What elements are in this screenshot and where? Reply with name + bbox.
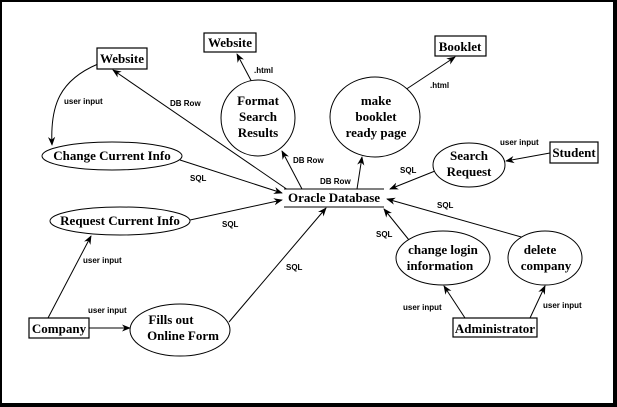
process-label-line: Request Current Info [60, 213, 180, 228]
flow-label: DB Row [320, 177, 351, 186]
flow-label: user input [88, 306, 127, 315]
flow-label: .html [254, 66, 273, 75]
process-label-line: Fills out [148, 312, 194, 327]
flow-administrator-to-changelogin [443, 285, 466, 319]
flow-changelogin-to-oracle [383, 208, 410, 241]
flow-label: user input [83, 256, 122, 265]
flow-label: SQL [400, 166, 417, 175]
entity-booklet[interactable]: Booklet [434, 35, 487, 57]
process-format-search-results[interactable]: Format Search Results [220, 79, 296, 157]
flow-changeinfo-to-oracle [179, 159, 283, 194]
flow-oracle-to-format [281, 150, 303, 190]
entity-website-1[interactable]: Website [96, 47, 148, 70]
process-label-line: change login [408, 242, 478, 257]
process-label-line: Change Current Info [53, 148, 171, 163]
data-store-oracle-database[interactable]: Oracle Database [284, 188, 384, 208]
flow-label: SQL [286, 263, 303, 272]
flow-label: SQL [376, 230, 393, 239]
flow-labels: user input DB Row SQL .html DB Row .html… [64, 66, 582, 315]
data-store-label: Oracle Database [288, 190, 380, 205]
flow-administrator-to-deletecompany [529, 285, 546, 319]
process-label-line: make [361, 93, 392, 108]
process-label-line: Online Form [147, 328, 219, 343]
process-make-booklet[interactable]: make booklet ready page [329, 76, 421, 158]
process-label-line: delete [524, 242, 557, 257]
process-label-line: Request [447, 164, 492, 179]
flow-company-to-requestinfo [47, 235, 92, 319]
process-label-line: booklet [355, 109, 397, 124]
entity-label: Website [100, 51, 144, 66]
process-request-current-info[interactable]: Request Current Info [49, 206, 191, 236]
flow-label: SQL [437, 201, 454, 210]
flow-fillsform-to-oracle [228, 207, 327, 323]
flow-website1-to-changeinfo [48, 63, 99, 146]
flow-oracle-to-website1 [112, 69, 289, 191]
entity-administrator[interactable]: Administrator [452, 317, 538, 338]
flow-label: user input [543, 301, 582, 310]
flow-label: .html [430, 81, 449, 90]
flow-student-to-searchreq [505, 152, 551, 164]
flow-label: DB Row [293, 156, 324, 165]
flow-label: SQL [190, 174, 207, 183]
entity-label: Company [32, 321, 87, 336]
flow-label: user input [64, 97, 103, 106]
flow-makebooklet-to-booklet [401, 56, 456, 93]
flow-requestinfo-to-oracle [189, 198, 283, 221]
flow-label: SQL [222, 220, 239, 229]
entity-label: Student [552, 145, 596, 160]
entity-company[interactable]: Company [28, 317, 90, 339]
process-label-line: Search [450, 148, 489, 163]
process-label-line: company [521, 258, 572, 273]
entity-label: Booklet [439, 39, 482, 54]
process-label-line: Format [237, 93, 280, 108]
process-label-line: Search [239, 109, 278, 124]
flow-label: DB Row [170, 99, 201, 108]
entity-label: Administrator [455, 321, 535, 336]
process-change-login-information[interactable]: change login information [395, 230, 491, 286]
entity-label: Website [208, 35, 252, 50]
process-change-current-info[interactable]: Change Current Info [41, 141, 183, 171]
process-label-line: information [407, 258, 474, 273]
flow-deletecompany-to-oracle [386, 197, 533, 241]
flows [47, 53, 551, 332]
process-search-request[interactable]: Search Request [432, 142, 506, 188]
flow-label: user input [403, 303, 442, 312]
entity-website-2[interactable]: Website [203, 32, 257, 53]
flow-oracle-to-makebooklet [356, 156, 365, 190]
flow-label: user input [500, 138, 539, 147]
entity-student[interactable]: Student [549, 141, 599, 164]
process-label-line: Results [238, 125, 278, 140]
process-label-line: ready page [346, 125, 407, 140]
process-fills-out-online-form[interactable]: Fills out Online Form [129, 303, 231, 357]
flow-searchreq-to-oracle [389, 170, 436, 190]
process-delete-company[interactable]: delete company [507, 230, 583, 286]
